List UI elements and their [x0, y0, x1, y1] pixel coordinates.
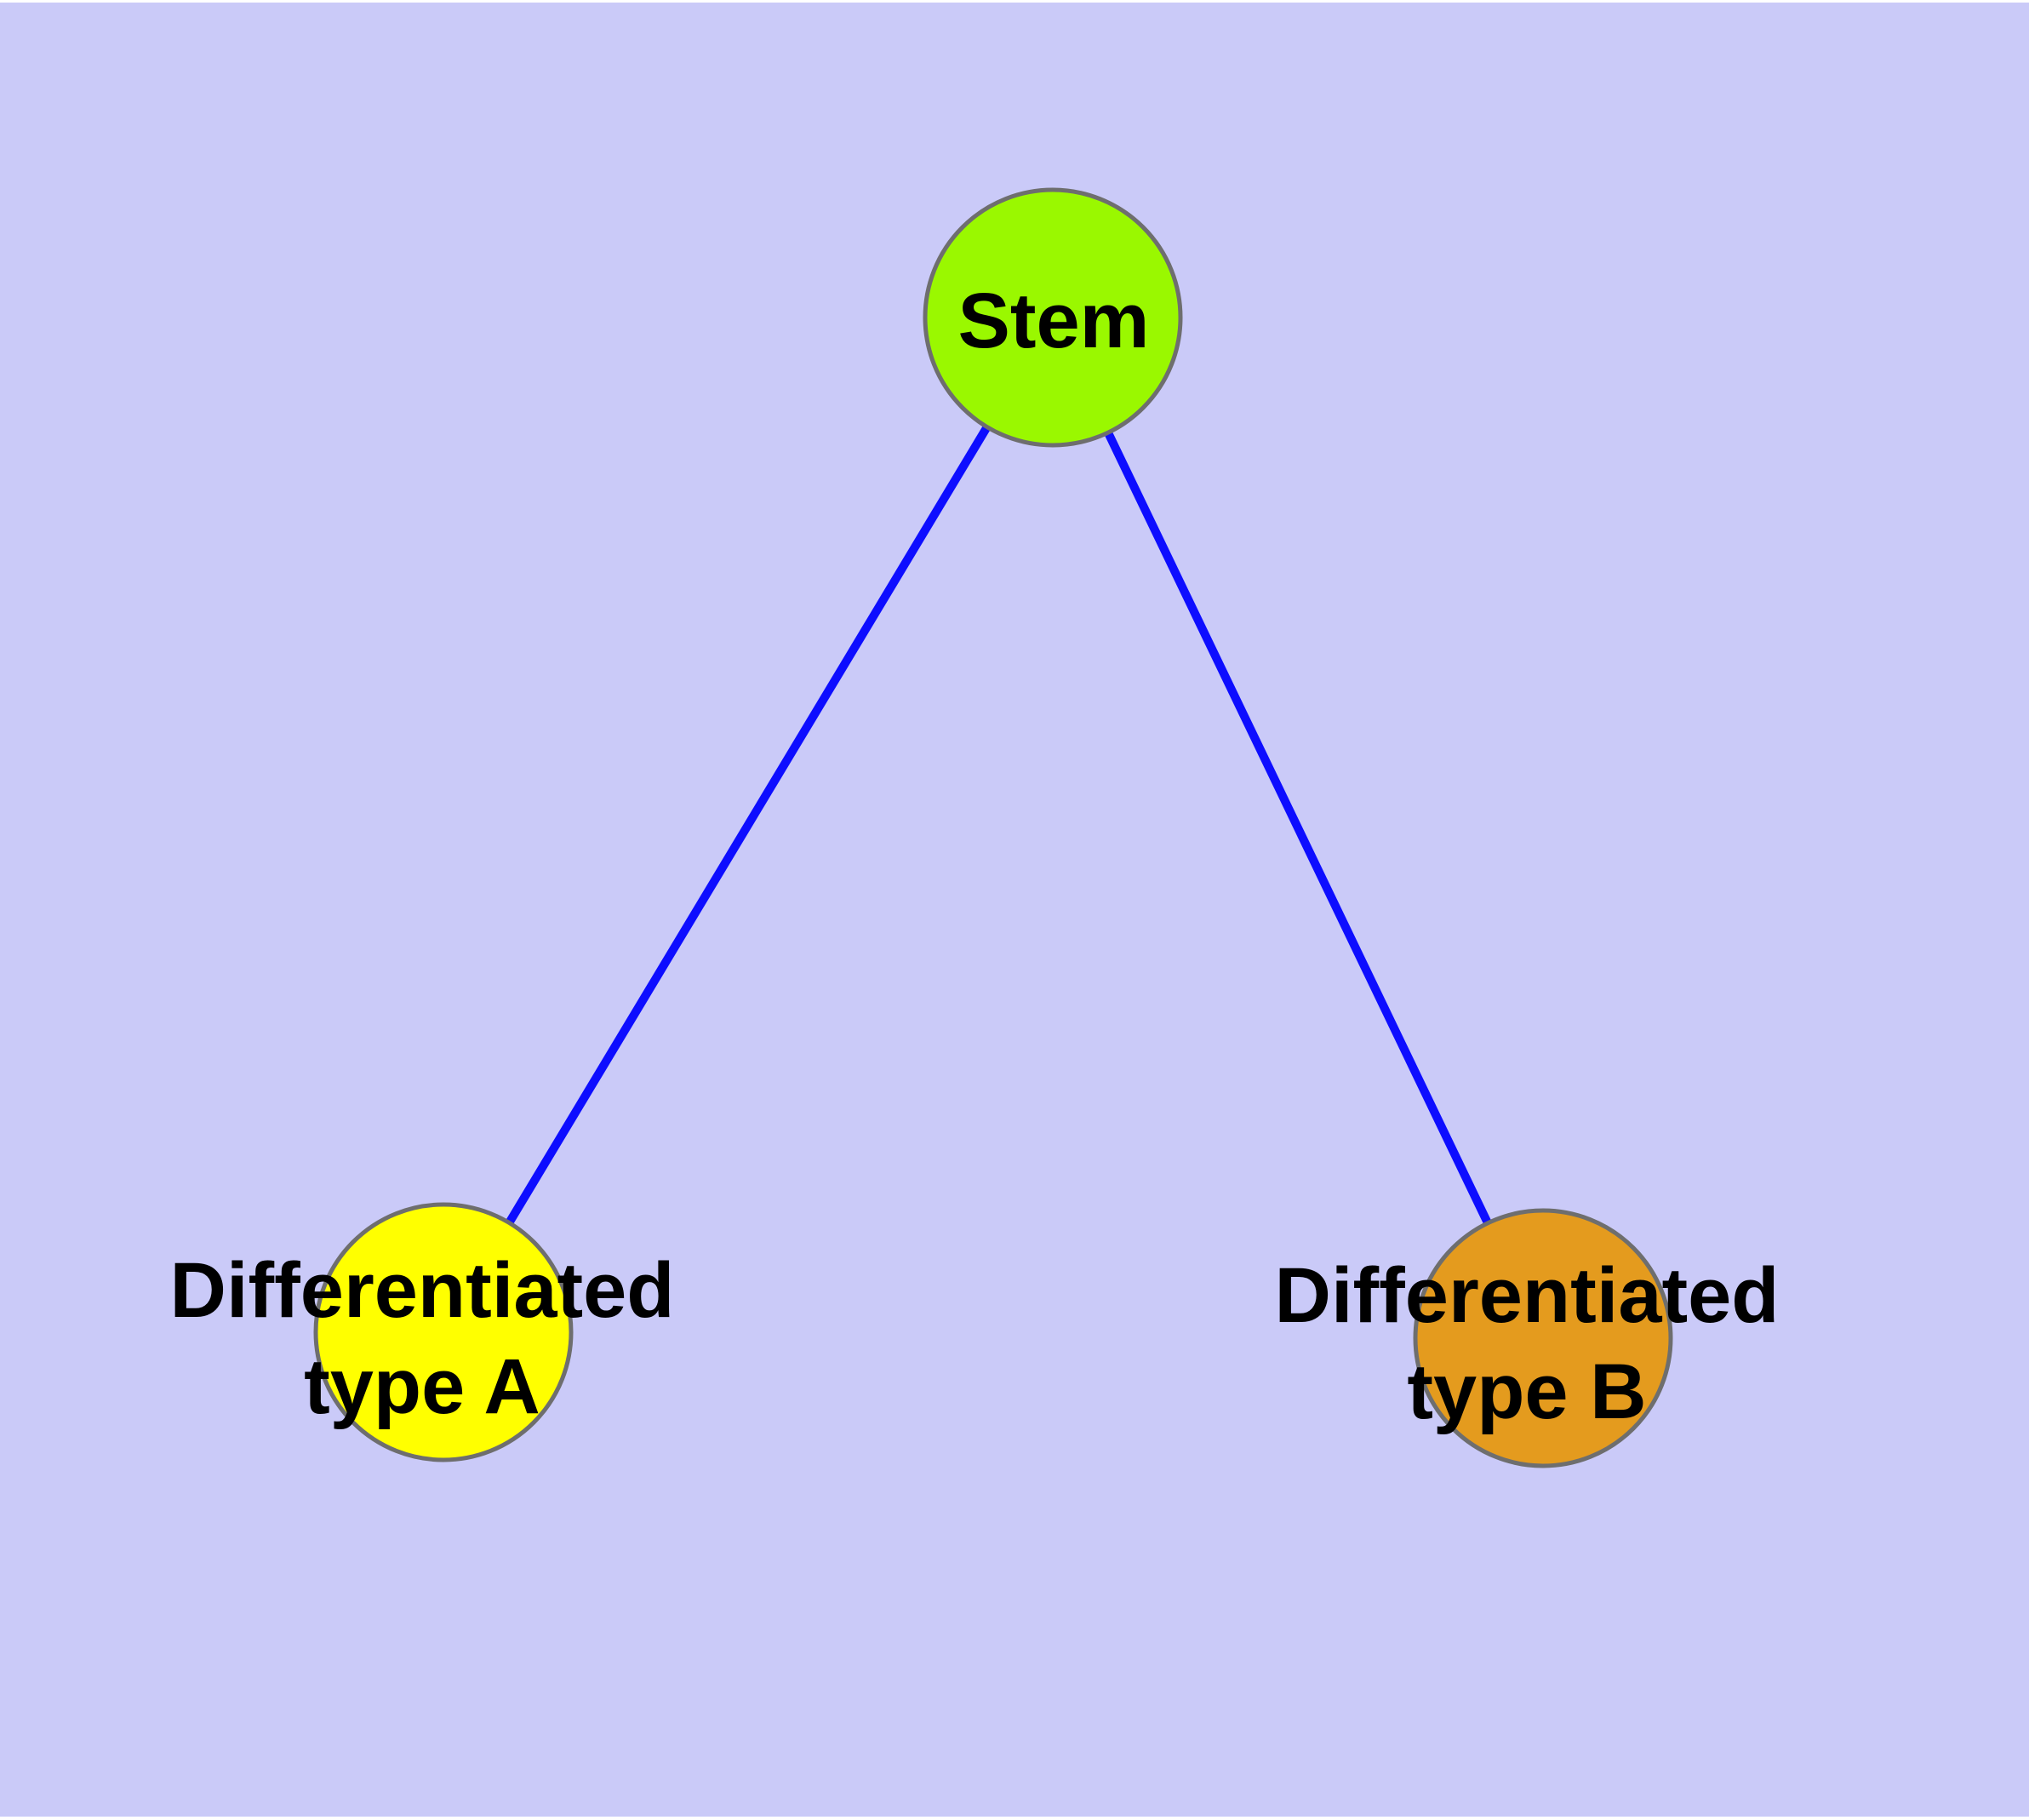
- edge-stem-to-type-b: [1049, 315, 1547, 1341]
- edge-stem-to-type-a: [439, 315, 1057, 1335]
- node-label-type-b-line2: type B: [1407, 1348, 1646, 1435]
- node-label-type-a-line2: type A: [304, 1343, 540, 1430]
- node-differentiated-type-a: [313, 1202, 574, 1462]
- node-label-type-b-line1: Differentiated: [1275, 1252, 1780, 1339]
- node-label-type-a-line1: Differentiated: [170, 1247, 675, 1334]
- node-label-stem: Stem: [958, 278, 1150, 364]
- node-stem: [923, 187, 1183, 448]
- node-differentiated-type-b: [1413, 1208, 1673, 1468]
